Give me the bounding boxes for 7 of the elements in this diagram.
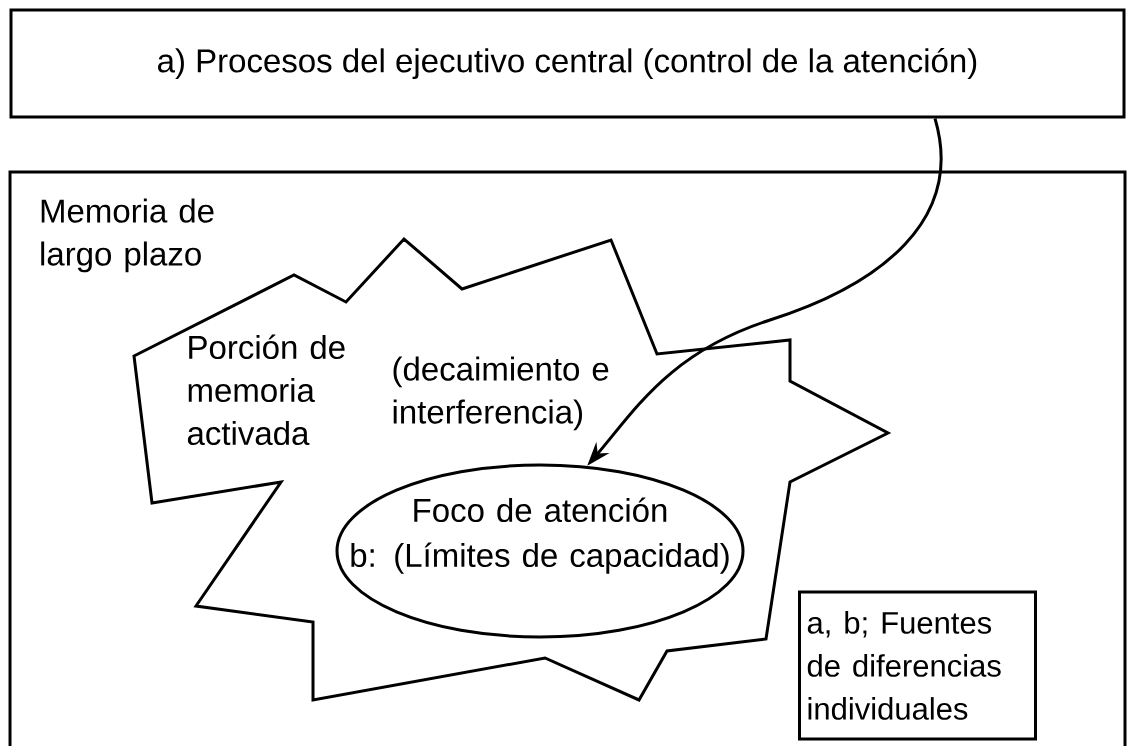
label-text: b: (Límites de capacidad): [351, 542, 729, 574]
label-text: Memoria de largo plazo: [41, 198, 214, 273]
label-text: (decaimiento e interferencia): [393, 356, 609, 431]
note-box: a, b; Fuentes de diferencias individuales: [798, 590, 1037, 741]
label-text: Foco de atención: [414, 497, 667, 523]
title-box: a) Procesos del ejecutivo central (control de la atención): [9, 8, 1126, 119]
label-text: Porción de memoria activada: [187, 334, 345, 446]
